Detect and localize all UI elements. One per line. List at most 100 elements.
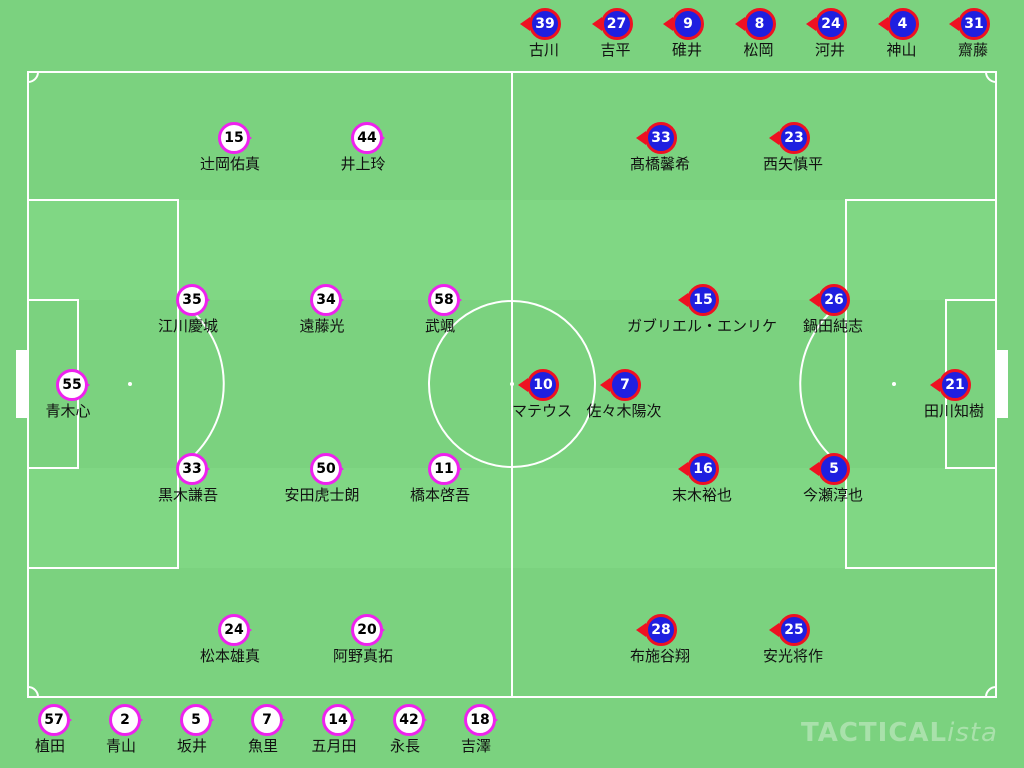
shirt-number: 50 xyxy=(310,453,342,485)
shirt-number: 9 xyxy=(672,8,704,40)
shirt-number: 27 xyxy=(600,8,633,40)
shirt-number: 16 xyxy=(687,453,719,485)
player-name: 鍋田純志 xyxy=(802,317,863,335)
away-player-token: 21 xyxy=(929,368,971,402)
direction-left-icon xyxy=(591,17,602,31)
away-player-token: 31 xyxy=(948,7,990,41)
away-player-token: 5 xyxy=(808,452,850,486)
direction-left-icon xyxy=(520,17,530,31)
shirt-number: 31 xyxy=(958,8,990,40)
home-player-token: 33 xyxy=(171,452,213,486)
shirt-number: 33 xyxy=(176,453,208,485)
shirt-number: 7 xyxy=(609,369,641,401)
corner-arc-bottom-right xyxy=(985,686,997,698)
direction-left-icon xyxy=(663,17,673,31)
direction-left-icon xyxy=(678,293,688,307)
shirt-number: 35 xyxy=(176,284,208,316)
home-player-token: 18 xyxy=(459,703,501,737)
shirt-number: 58 xyxy=(428,284,460,316)
shirt-number: 21 xyxy=(939,369,971,401)
home-player-token: 50 xyxy=(305,452,347,486)
player-name: 髙橋馨希 xyxy=(629,155,690,173)
home-player-token: 20 xyxy=(346,613,388,647)
home-player-token: 42 xyxy=(388,703,430,737)
player-name: 坂井 xyxy=(176,737,207,755)
corner-arc-bottom-left xyxy=(27,686,39,698)
left-goal xyxy=(16,350,28,418)
player-name: 西矢慎平 xyxy=(762,155,823,173)
shirt-number: 55 xyxy=(56,369,88,401)
player-name: 田川知樹 xyxy=(923,402,984,420)
shirt-number: 11 xyxy=(428,453,460,485)
shirt-number: 42 xyxy=(393,704,425,736)
player-name: 齋藤 xyxy=(957,41,988,59)
shirt-number: 57 xyxy=(38,704,70,736)
corner-arc-top-left xyxy=(27,71,39,83)
right-penalty-arc xyxy=(799,299,847,469)
home-player-token: 58 xyxy=(423,283,465,317)
player-name: 神山 xyxy=(886,41,917,59)
shirt-number: 23 xyxy=(778,122,810,154)
away-player-token: 33 xyxy=(635,121,677,155)
home-player-token: 55 xyxy=(51,368,93,402)
player-name: 安光将作 xyxy=(762,647,823,665)
player-name: 末木裕也 xyxy=(671,486,732,504)
away-player-token: 39 xyxy=(519,7,561,41)
right-penalty-spot xyxy=(892,382,896,386)
left-penalty-spot xyxy=(128,382,132,386)
direction-left-icon xyxy=(809,293,819,307)
shirt-number: 33 xyxy=(645,122,677,154)
right-goal xyxy=(996,350,1008,418)
shirt-number: 5 xyxy=(818,453,850,485)
player-name: 布施谷翔 xyxy=(629,647,690,665)
direction-left-icon xyxy=(769,131,779,145)
home-player-token: 7 xyxy=(246,703,288,737)
shirt-number: 7 xyxy=(251,704,283,736)
shirt-number: 24 xyxy=(218,614,250,646)
direction-left-icon xyxy=(809,462,819,476)
shirt-number: 2 xyxy=(109,704,141,736)
direction-left-icon xyxy=(636,623,646,637)
away-player-token: 4 xyxy=(877,7,919,41)
pitch-spots xyxy=(16,350,1008,418)
shirt-number: 10 xyxy=(527,369,559,401)
left-penalty-arc xyxy=(177,299,225,469)
direction-left-icon xyxy=(930,378,940,392)
player-name: 今瀬淳也 xyxy=(802,486,863,504)
shirt-number: 44 xyxy=(351,122,383,154)
away-player-token: 8 xyxy=(734,7,776,41)
player-name: 植田 xyxy=(34,737,65,755)
shirt-number: 8 xyxy=(743,8,776,40)
player-name: 松本雄真 xyxy=(199,647,260,665)
away-player-token: 27 xyxy=(591,7,633,41)
shirt-number: 25 xyxy=(778,614,810,646)
away-player-token: 28 xyxy=(635,613,677,647)
away-player-token: 26 xyxy=(808,283,850,317)
direction-left-icon xyxy=(769,623,779,637)
corner-arc-top-right xyxy=(985,71,997,83)
player-name: 吉平 xyxy=(600,41,631,59)
player-name: 魚里 xyxy=(247,737,278,755)
away-player-token: 15 xyxy=(677,283,719,317)
player-name: 佐々木陽次 xyxy=(586,402,662,420)
